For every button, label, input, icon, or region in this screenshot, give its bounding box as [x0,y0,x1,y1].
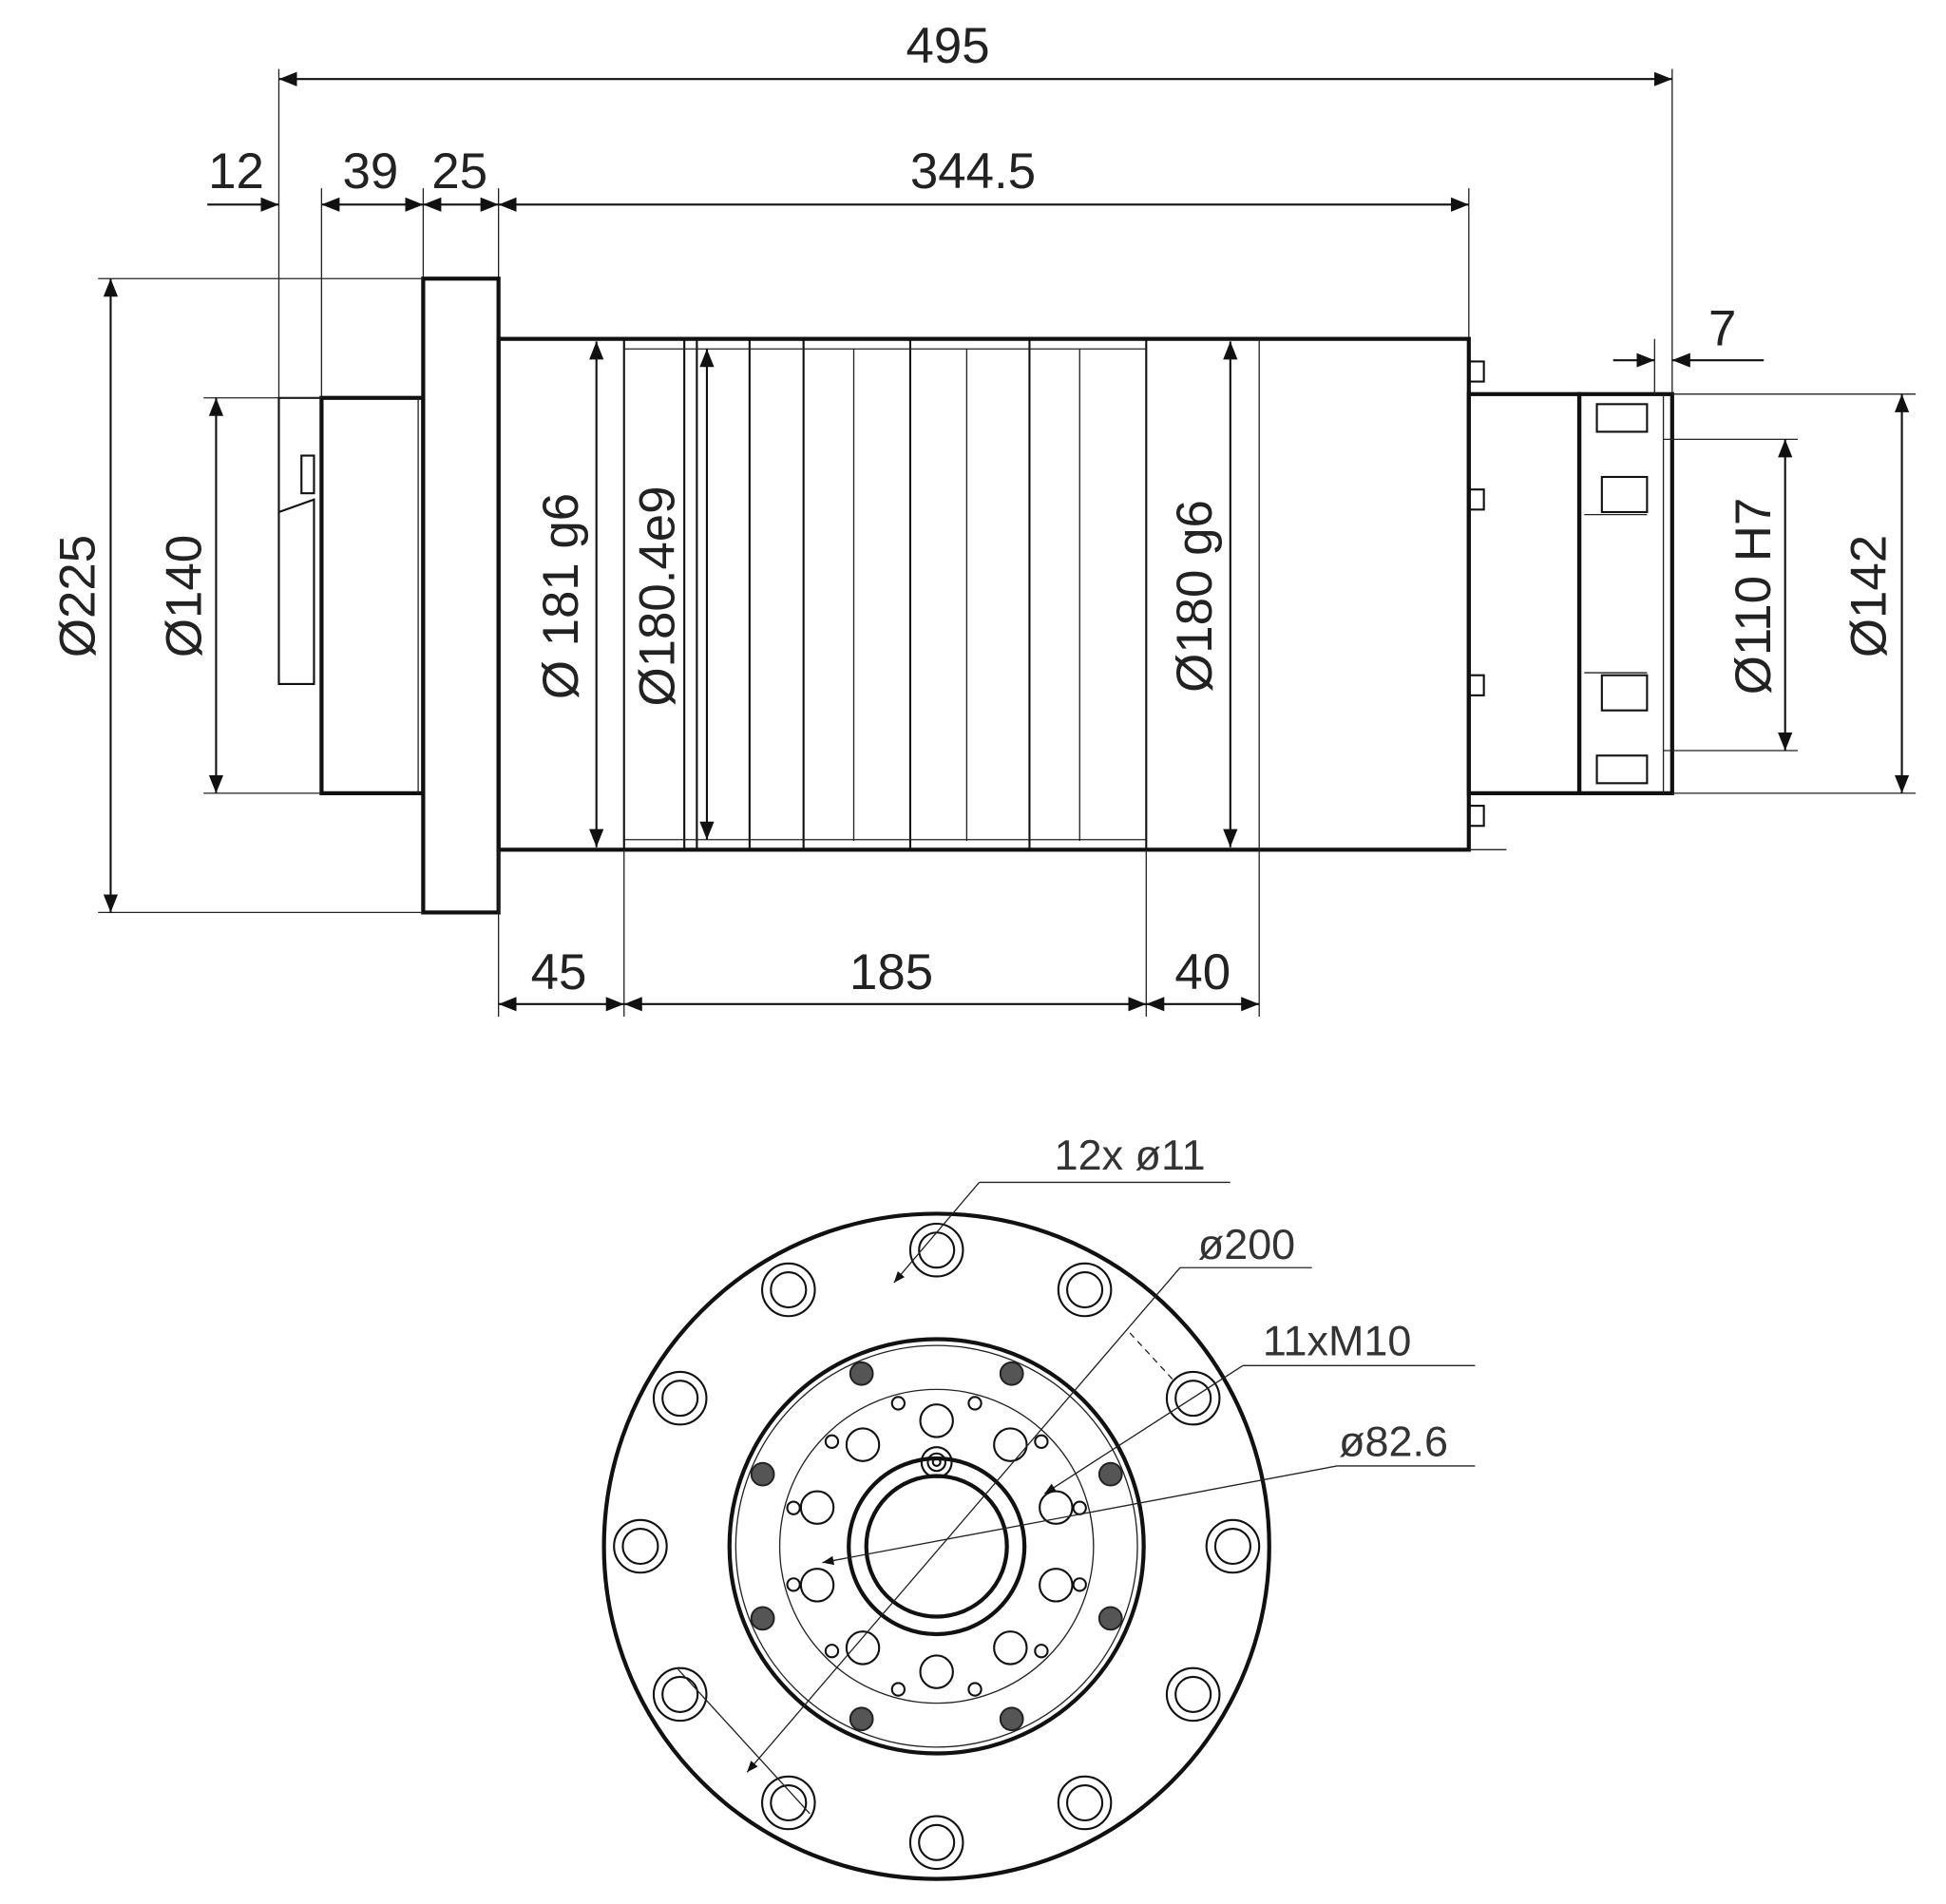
mounting-hole [1057,1262,1113,1318]
small-hole [890,1682,906,1697]
mounting-hole-inner [661,1380,699,1418]
label-12x-dia-11: 12x ø11 [1055,1131,1206,1179]
mounting-hole-inner [918,1823,956,1861]
small-hole [1034,1644,1049,1659]
label-dia-200: ø200 [1198,1220,1295,1268]
mounting-hole [1165,1666,1221,1723]
inner-hole [919,1654,954,1689]
dia-142: Ø142 [1841,535,1897,657]
dia-181-g6: Ø 181 g6 [533,493,589,699]
dim-25: 25 [431,143,487,200]
dim-45: 45 [531,944,587,1000]
inner-hole [845,1630,881,1666]
dim-344-5: 344.5 [910,143,1036,200]
mounting-hole-inner [1174,1675,1212,1713]
mounting-hole-inner [1213,1527,1252,1566]
dim-39: 39 [343,143,399,200]
mounting-hole [1165,1370,1221,1426]
dia-140: Ø140 [157,535,213,657]
mounting-hole [613,1518,668,1574]
mounting-hole [1057,1775,1113,1831]
small-hole [1072,1577,1087,1592]
small-hole [824,1434,840,1449]
mounting-hole-inner [621,1527,659,1566]
mounting-hole-inner [1066,1270,1104,1309]
small-hole [967,1396,983,1411]
mounting-hole-inner [918,1231,956,1269]
small-hole [890,1396,906,1411]
small-hole [824,1644,840,1659]
inner-hole [799,1568,835,1603]
mounting-hole-inner [1174,1380,1212,1418]
small-hole [967,1682,983,1697]
thread-hole [1097,1461,1123,1487]
small-hole [1034,1434,1049,1449]
inner-hole [919,1403,954,1438]
thread-hole [999,1361,1024,1386]
dim-40: 40 [1174,944,1231,1000]
mounting-holes [613,1222,1261,1871]
inner-hole [993,1630,1028,1666]
thread-hole [849,1361,874,1386]
label-11xm10: 11xM10 [1263,1317,1411,1365]
mounting-hole [908,1222,964,1278]
dim-7: 7 [1708,300,1736,356]
mounting-hole-inner [1066,1783,1104,1822]
inner-hole [1039,1568,1074,1603]
inner-hole [799,1490,835,1525]
small-hole [786,1577,801,1592]
mounting-hole-inner [661,1675,699,1713]
label-dia-82-6: ø82.6 [1339,1417,1448,1465]
dia-180-g6: Ø180 g6 [1167,500,1223,693]
mounting-hole [761,1775,816,1831]
small-hole [786,1500,801,1515]
mounting-hole [761,1262,816,1318]
mounting-hole [652,1370,708,1426]
thread-holes [750,1361,1123,1732]
thread-hole [750,1461,775,1487]
dia-225: Ø225 [49,535,105,657]
inner-hole [993,1427,1028,1462]
dim-185: 185 [849,944,933,1000]
front-view: 12x ø11 ø200 11xM10 ø82.6 [601,1131,1476,1881]
thread-hole [999,1706,1024,1732]
mounting-hole [908,1815,964,1871]
mounting-hole [1205,1518,1261,1574]
inner-holes [786,1396,1087,1697]
mounting-hole [652,1666,708,1723]
thread-hole [750,1606,775,1631]
side-view: 495 12 39 25 344.5 [49,18,1917,1018]
inner-hole [845,1427,881,1462]
mounting-hole-inner [770,1270,808,1309]
body-grooves [622,338,1260,1018]
dia-180-4-e9: Ø180.4e9 [630,486,686,706]
dia-110-h7: Ø110 H7 [1726,498,1782,695]
mounting-hole-inner [770,1783,808,1822]
dim-12: 12 [208,143,264,200]
small-hole [1072,1500,1087,1515]
thread-hole [1097,1606,1123,1631]
dim-overall-length: 495 [906,18,990,74]
thread-hole [849,1706,874,1732]
